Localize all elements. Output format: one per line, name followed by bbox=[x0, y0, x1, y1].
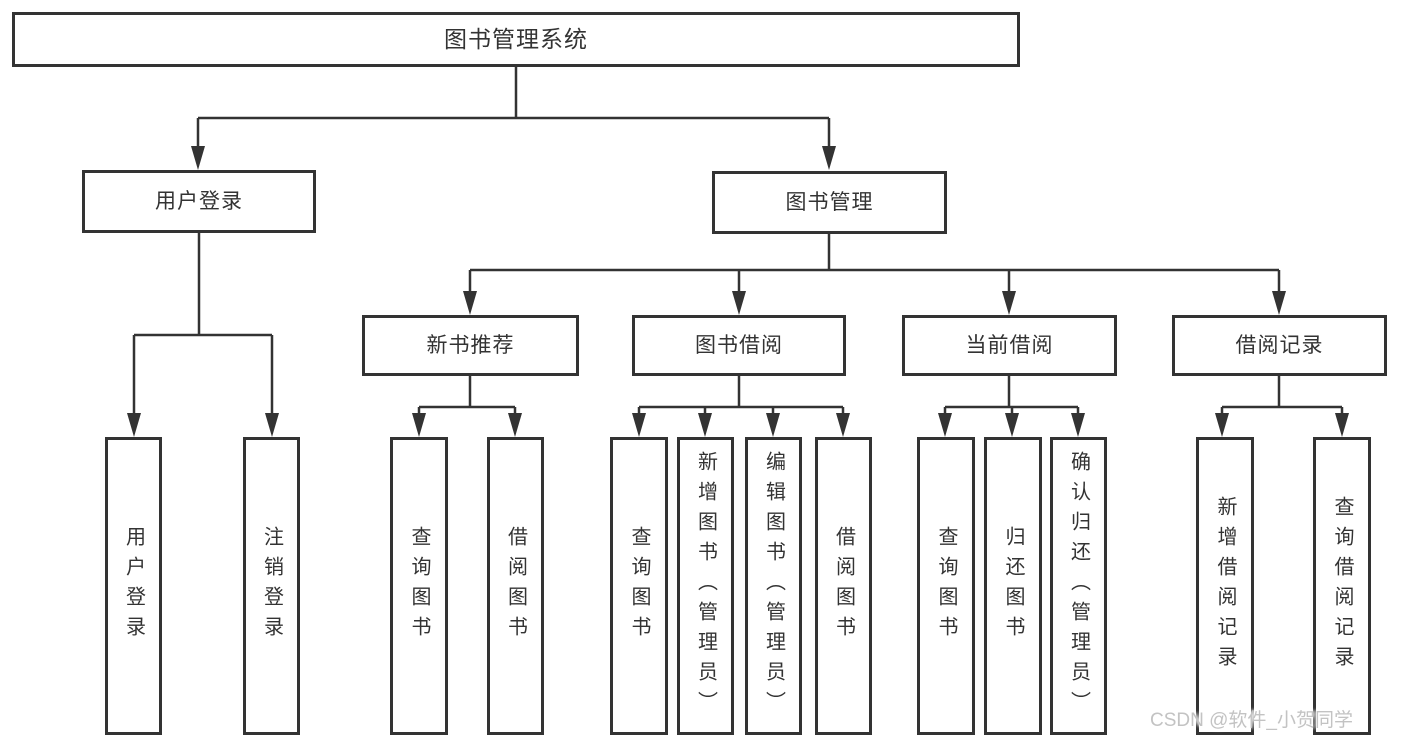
node-leaf-query-books-borrow: 查询图书 bbox=[610, 437, 668, 735]
node-leaf-query-borrow-record: 查询借阅记录 bbox=[1313, 437, 1371, 735]
node-leaf-borrow-books: 借阅图书 bbox=[815, 437, 872, 735]
node-leaf-add-borrow-record: 新增借阅记录 bbox=[1196, 437, 1254, 735]
csdn-watermark: CSDN @软件_小贺同学 bbox=[1150, 710, 1353, 731]
node-user-login-branch: 用户登录 bbox=[82, 170, 316, 233]
node-leaf-add-book-admin: 新增图书（管理员） bbox=[677, 437, 734, 735]
node-library-system: 图书管理系统 bbox=[12, 12, 1020, 67]
node-leaf-user-login: 用户登录 bbox=[105, 437, 162, 735]
node-leaf-query-books-recommend: 查询图书 bbox=[390, 437, 448, 735]
arrowheads bbox=[127, 146, 1349, 437]
node-book-borrowing: 图书借阅 bbox=[632, 315, 846, 376]
node-leaf-edit-book-admin: 编辑图书（管理员） bbox=[745, 437, 802, 735]
node-borrowing-records: 借阅记录 bbox=[1172, 315, 1387, 376]
node-current-borrowing: 当前借阅 bbox=[902, 315, 1117, 376]
node-leaf-logout: 注销登录 bbox=[243, 437, 300, 735]
node-leaf-confirm-return-admin: 确认归还（管理员） bbox=[1050, 437, 1107, 735]
node-leaf-return-books: 归还图书 bbox=[984, 437, 1042, 735]
node-book-management-branch: 图书管理 bbox=[712, 171, 947, 234]
node-leaf-borrow-books-recommend: 借阅图书 bbox=[487, 437, 544, 735]
node-leaf-query-books-current: 查询图书 bbox=[917, 437, 975, 735]
node-new-book-recommend: 新书推荐 bbox=[362, 315, 579, 376]
